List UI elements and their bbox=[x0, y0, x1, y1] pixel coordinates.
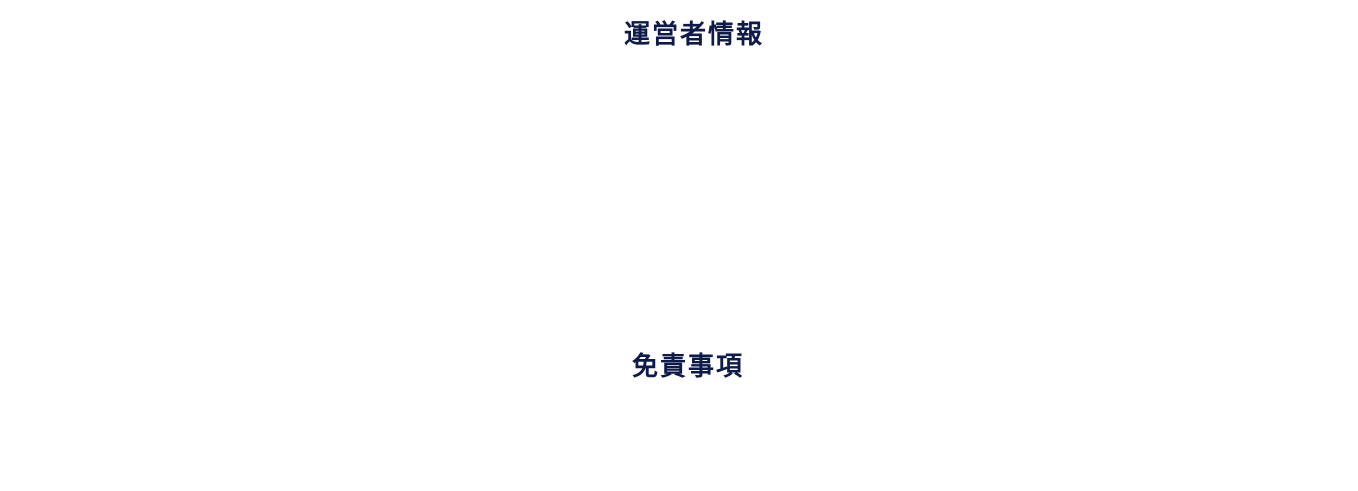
disclaimer-heading: 免責事項 bbox=[631, 352, 744, 382]
operator-info-heading: 運営者情報 bbox=[623, 20, 764, 50]
disclaimer-content bbox=[0, 395, 1358, 491]
disclaimer-section: 免責事項 bbox=[0, 351, 1358, 383]
operator-info-content bbox=[0, 60, 1358, 330]
operator-info-section: 運営者情報 bbox=[0, 19, 1358, 51]
